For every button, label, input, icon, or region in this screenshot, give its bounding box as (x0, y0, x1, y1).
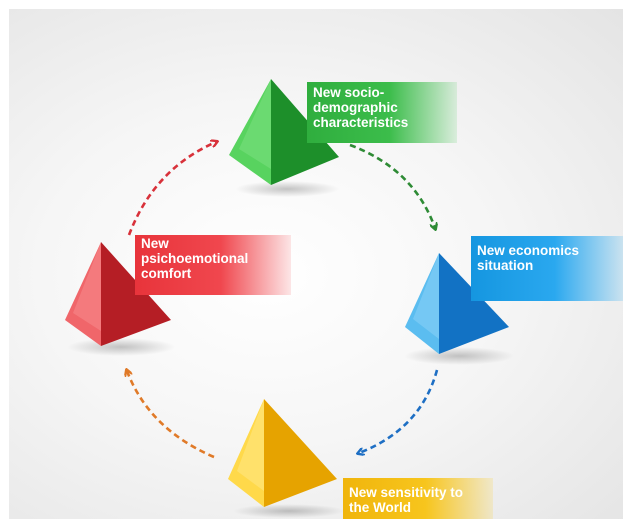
label-text: New psichoemotional comfort (141, 236, 249, 281)
arrow-red-to-green (127, 142, 216, 236)
label-economics: New economics situation (471, 236, 623, 301)
pyramid-red (65, 242, 175, 356)
label-text: New socio- demographic characteristics (313, 85, 409, 130)
label-socio-demographic: New socio- demographic characteristics (307, 82, 457, 143)
pyramid-blue (404, 253, 514, 365)
label-psichoemotional: New psichoemotional comfort (135, 235, 291, 295)
label-text: New economics situation (477, 243, 580, 273)
arrow-green-to-blue (349, 143, 435, 228)
diagram-artwork (65, 79, 514, 518)
pyramid-yellow (228, 399, 345, 518)
pyramid-green (229, 79, 339, 197)
cycle-diagram: New socio- demographic characteristics N… (9, 9, 623, 519)
label-text: New sensitivity to the World (349, 485, 464, 515)
arrow-blue-to-yellow (359, 369, 439, 453)
arrow-yellow-to-red (127, 371, 215, 459)
label-sensitivity: New sensitivity to the World (343, 478, 493, 519)
